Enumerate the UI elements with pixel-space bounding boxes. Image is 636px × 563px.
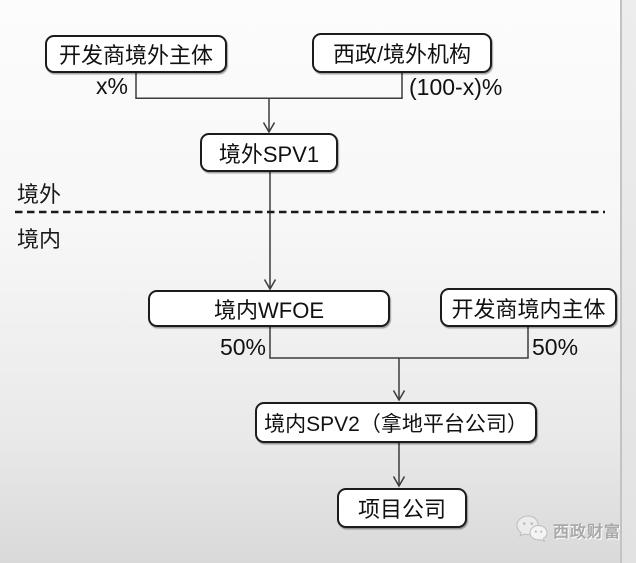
- node-offshore-developer: 开发商境外主体: [45, 35, 227, 73]
- edge-label-100-minus-x-percent: (100-x)%: [409, 74, 503, 100]
- slide-right-margin: [622, 0, 636, 563]
- slide-right-edge: [620, 0, 622, 563]
- arrowhead-project-icon: [392, 476, 406, 488]
- arrowhead-spv2-icon: [392, 390, 406, 402]
- edge-label-x-percent: x%: [96, 73, 128, 99]
- node-onshore-wfoe: 境内WFOE: [148, 290, 390, 327]
- node-offshore-spv1: 境外SPV1: [200, 133, 338, 172]
- node-project-company: 项目公司: [337, 488, 467, 528]
- wechat-bubbles-icon: [516, 515, 548, 543]
- region-label-onshore: 境内: [17, 227, 62, 252]
- arrowhead-wfoe-icon: [263, 279, 277, 291]
- edge-label-developer-50-percent: 50%: [532, 334, 579, 360]
- watermark: 西政财富: [516, 515, 621, 545]
- arrowhead-spv1-icon: [262, 122, 276, 134]
- watermark-brand-text: 西政财富: [553, 524, 622, 541]
- region-label-offshore: 境外: [17, 182, 62, 207]
- node-xizheng-offshore: 西政/境外机构: [312, 33, 492, 73]
- node-onshore-spv2: 境内SPV2（拿地平台公司）: [255, 402, 537, 443]
- node-onshore-developer: 开发商境内主体: [440, 288, 617, 327]
- edge-label-wfoe-50-percent: 50%: [219, 334, 266, 360]
